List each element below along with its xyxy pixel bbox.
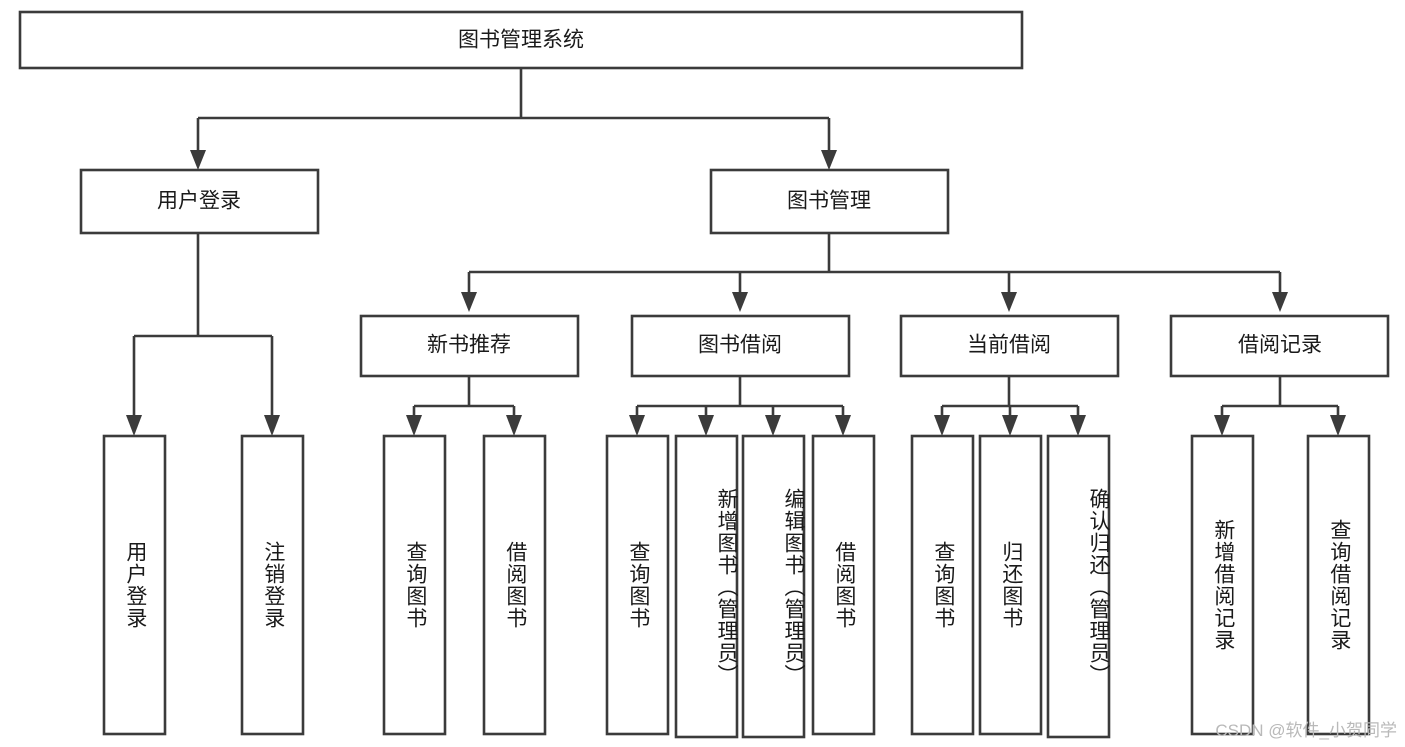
connector-book-borrow-to-leaves	[629, 376, 851, 436]
node-current-borrow-box[interactable]	[899, 314, 1120, 378]
arrowhead-book-manage	[821, 150, 837, 170]
arrowhead-leaf-user-login	[126, 415, 142, 436]
connector-borrow-record-to-leaves	[1214, 376, 1346, 436]
node-book-manage-box[interactable]	[709, 168, 950, 235]
arrowhead-leaf-logout-login	[264, 415, 280, 436]
node-book-borrow-label: 图书借阅	[698, 334, 782, 357]
arrowhead-leaf-borrow-book-2	[835, 415, 851, 436]
node-new-book-recommend[interactable]: 新书推荐	[359, 314, 580, 378]
arrowhead-leaf-return-book	[1002, 415, 1018, 436]
node-user-login[interactable]: 用户登录	[79, 168, 320, 235]
leaf-boxes	[102, 434, 1371, 739]
node-book-manage-label: 图书管理	[787, 190, 871, 213]
arrowhead-leaf-edit-book	[765, 415, 781, 436]
node-leaf-logout-login-box[interactable]	[240, 434, 305, 736]
arrowhead-leaf-query-book-2	[629, 415, 645, 436]
node-leaf-query-record-box[interactable]	[1306, 434, 1371, 736]
node-borrow-record-box[interactable]	[1169, 314, 1390, 378]
connector-root-to-level2	[190, 68, 837, 170]
node-new-book-recommend-box[interactable]	[359, 314, 580, 378]
node-book-manage[interactable]: 图书管理	[709, 168, 950, 235]
arrowhead-leaf-borrow-book-1	[506, 415, 522, 436]
arrowhead-leaf-add-book	[698, 415, 714, 436]
arrowhead-leaf-add-record	[1214, 415, 1230, 436]
connector-new-book-to-leaves	[406, 376, 522, 436]
node-leaf-edit-book-box[interactable]	[741, 434, 806, 739]
node-new-book-recommend-label: 新书推荐	[427, 334, 511, 357]
node-user-login-label: 用户登录	[157, 190, 241, 213]
node-leaf-add-book-box[interactable]	[674, 434, 739, 739]
node-leaf-return-book-box[interactable]	[978, 434, 1043, 736]
arrowhead-new-book-recommend	[461, 292, 477, 312]
node-current-borrow-label: 当前借阅	[967, 334, 1051, 357]
node-leaf-query-book-2-box[interactable]	[605, 434, 670, 736]
node-current-borrow[interactable]: 当前借阅	[899, 314, 1120, 378]
node-root-box[interactable]	[18, 10, 1024, 70]
node-leaf-query-book-3-box[interactable]	[910, 434, 975, 736]
node-leaf-borrow-book-1-box[interactable]	[482, 434, 547, 736]
node-leaf-query-book-1-box[interactable]	[382, 434, 447, 736]
node-leaf-borrow-book-2-box[interactable]	[811, 434, 876, 736]
node-leaf-confirm-return-box[interactable]	[1046, 434, 1111, 739]
arrowhead-leaf-query-record	[1330, 415, 1346, 436]
node-borrow-record-label: 借阅记录	[1238, 334, 1322, 357]
arrowhead-leaf-query-book-1	[406, 415, 422, 436]
node-book-borrow-box[interactable]	[630, 314, 851, 378]
node-leaf-user-login-box[interactable]	[102, 434, 167, 736]
node-borrow-record[interactable]: 借阅记录	[1169, 314, 1390, 378]
node-book-borrow[interactable]: 图书借阅	[630, 314, 851, 378]
connector-book-manage-to-level3	[461, 233, 1288, 312]
connector-current-borrow-to-leaves	[934, 376, 1086, 436]
node-user-login-box[interactable]	[79, 168, 320, 235]
node-root[interactable]: 图书管理系统	[18, 10, 1024, 70]
arrowhead-current-borrow	[1001, 292, 1017, 312]
arrowhead-user-login	[190, 150, 206, 170]
arrowhead-leaf-confirm-return	[1070, 415, 1086, 436]
arrowhead-book-borrow	[732, 292, 748, 312]
node-leaf-add-record-box[interactable]	[1190, 434, 1255, 736]
node-root-label: 图书管理系统	[458, 29, 584, 52]
csdn-watermark: CSDN @软件_小贺同学	[1215, 721, 1397, 740]
connector-user-login-to-leaves	[126, 233, 280, 436]
arrowhead-leaf-query-book-3	[934, 415, 950, 436]
arrowhead-borrow-record	[1272, 292, 1288, 312]
